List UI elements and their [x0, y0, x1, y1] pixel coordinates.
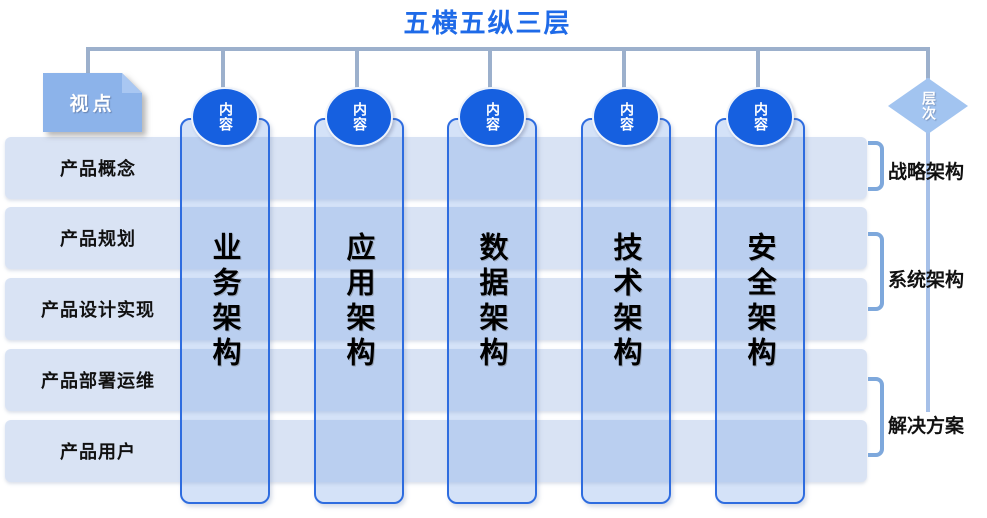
row-label: 产品部署运维	[41, 371, 155, 392]
row-product-planning: 产品规划	[5, 207, 867, 269]
content-badge: 内容	[458, 87, 526, 147]
content-badge: 内容	[191, 87, 259, 147]
hierarchy-diamond: 层次	[888, 78, 968, 134]
content-badge: 内容	[592, 87, 660, 147]
column-data-architecture: 内容 数据架构	[447, 87, 537, 504]
content-badge-label: 内容	[351, 102, 367, 132]
group-label-system-architecture: 系统架构	[888, 269, 965, 291]
group-label-strategic-architecture: 战略架构	[888, 161, 965, 183]
content-badge-label: 内容	[752, 102, 768, 132]
column-business-architecture: 内容 业务架构	[180, 87, 270, 504]
row-product-users: 产品用户	[5, 420, 867, 482]
content-badge-label: 内容	[484, 102, 500, 132]
column-technology-architecture: 内容 技术架构	[581, 87, 671, 504]
content-connector-stub	[488, 49, 492, 89]
column-label: 业务架构	[208, 232, 242, 372]
content-badge: 内容	[325, 87, 393, 147]
group-label-solution: 解决方案	[888, 415, 965, 437]
content-connector-stub	[221, 49, 225, 89]
content-badge-label: 内容	[217, 102, 233, 132]
group-bracket	[868, 377, 884, 457]
hierarchy-vertical-line	[926, 78, 930, 412]
hierarchy-diamond-label: 层次	[920, 91, 936, 121]
row-label: 产品用户	[60, 442, 136, 463]
column-label: 技术架构	[609, 232, 643, 372]
content-connector-stub	[756, 49, 760, 89]
content-connector-stub	[355, 49, 359, 89]
diagram-title: 五横五纵三层	[403, 9, 572, 39]
row-label: 产品设计实现	[41, 300, 155, 321]
viewpoint-connector-stub	[86, 47, 90, 74]
content-badge-label: 内容	[618, 102, 634, 132]
viewpoint-tag: 视点	[43, 73, 142, 132]
top-connector-line	[88, 47, 930, 51]
content-badge: 内容	[726, 87, 794, 147]
column-security-architecture: 内容 安全架构	[715, 87, 805, 504]
row-product-deployment-operations: 产品部署运维	[5, 349, 867, 411]
row-label: 产品规划	[60, 229, 136, 250]
content-connector-stub	[622, 49, 626, 89]
fold-corner	[122, 73, 142, 93]
row-product-concept: 产品概念	[5, 137, 867, 199]
group-bracket	[868, 141, 884, 191]
column-label: 应用架构	[342, 232, 376, 372]
row-product-design-implementation: 产品设计实现	[5, 278, 867, 340]
column-application-architecture: 内容 应用架构	[314, 87, 404, 504]
hierarchy-connector-stub	[926, 47, 930, 80]
column-label: 数据架构	[475, 232, 509, 372]
row-label: 产品概念	[60, 159, 136, 180]
column-label: 安全架构	[743, 232, 777, 372]
group-bracket	[868, 232, 884, 311]
viewpoint-box: 视点	[43, 73, 142, 132]
